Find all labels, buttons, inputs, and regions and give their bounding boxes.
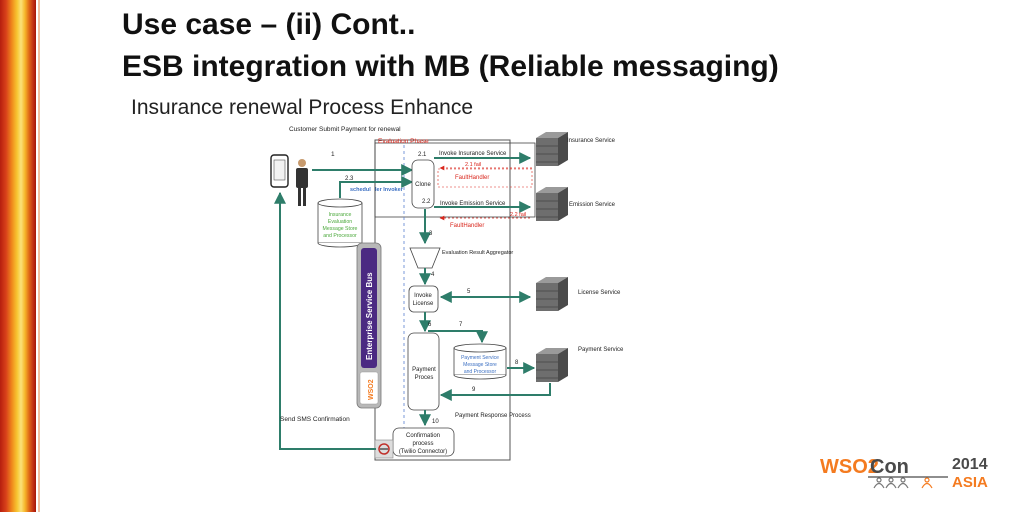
confirmation-line-3: (Twilio Connector)	[399, 449, 447, 455]
invoke-emission-label: Invoke Emission Service	[440, 201, 506, 207]
insurance-store-line-1: Insurance	[329, 212, 352, 218]
license-service-label: License Service	[578, 290, 621, 296]
payment-server-icon	[535, 347, 569, 383]
slide-title-line-2: ESB integration with MB (Reliable messag…	[122, 50, 779, 83]
payment-process-box	[407, 332, 440, 411]
step-6-label: 6	[428, 322, 432, 328]
step-3-label: 3	[429, 231, 433, 237]
fail-2-1-label: 2.1 fail	[465, 162, 481, 168]
logo-region: ASIA	[952, 474, 988, 491]
aggregator-label: Evaluation Result Aggregator	[442, 250, 513, 256]
step-1-label: 1	[331, 151, 335, 158]
invoke-insurance-label: Invoke Insurance Service	[439, 151, 507, 157]
insurance-renewal-flow-diagram: Customer Submit Payment for renewal Eval…	[270, 126, 624, 461]
step-4-label: 4	[431, 272, 435, 278]
step-8-label: 8	[515, 360, 519, 366]
flow-arrow-7	[428, 330, 488, 344]
payment-store-line-2: Message Store	[463, 362, 497, 368]
insurance-store-line-2: Evaluation	[328, 219, 352, 225]
scheduler-invoker-label-a: schedul	[350, 187, 371, 193]
logo-year: 2014	[952, 456, 988, 473]
payment-store-line-1: Payment Service	[461, 355, 499, 361]
step-5-label: 5	[467, 289, 471, 295]
payment-service-message-store	[453, 343, 507, 380]
evaluation-phase-box	[374, 142, 536, 218]
flow-arrow-9	[439, 383, 551, 401]
license-server-icon	[535, 276, 569, 312]
esb-label: Enterprise Service Bus	[365, 272, 374, 360]
decorative-side-stripe	[0, 0, 40, 512]
invoke-license-line-1: Invoke	[414, 293, 432, 299]
step-2-3-label: 2.3	[345, 176, 354, 182]
fail-2-2-label: 2.2 fail	[510, 212, 526, 218]
mobile-phone-icon	[270, 154, 289, 188]
confirmation-line-1: Confirmation	[406, 433, 440, 439]
step-9-label: 9	[472, 387, 476, 393]
aggregator-funnel-icon	[409, 247, 441, 269]
insurance-store-line-4: and Processor	[323, 233, 357, 239]
logo-people-icon	[873, 477, 933, 489]
emission-service-label: Emission Service	[569, 202, 616, 208]
payment-service-label: Payment Service	[578, 347, 624, 353]
payment-process-line-1: Payment	[412, 367, 436, 373]
fault-handler-2-label: FaultHandler	[450, 223, 484, 229]
evaluation-phase-label: Evaluation Phase	[378, 138, 429, 145]
invoke-license-box	[408, 285, 439, 313]
logo-con-text: Con	[870, 456, 909, 478]
slide-subtitle: Insurance renewal Process Enhance	[131, 96, 474, 119]
send-sms-arrow	[274, 191, 376, 450]
step-10-label: 10	[432, 419, 439, 425]
step-7-label: 7	[459, 322, 463, 328]
fault-handler-1-label: FaultHandler	[455, 175, 489, 181]
insurance-store-line-3: Message Store	[323, 226, 358, 232]
top-caption: Customer Submit Payment for renewal	[289, 126, 401, 133]
payment-store-line-3: and Processor	[464, 369, 497, 375]
step-2-2-label: 2.2	[422, 199, 431, 205]
step-2-1-label: 2.1	[418, 152, 427, 158]
payment-response-label: Payment Response Process	[455, 413, 531, 419]
emission-server-icon	[535, 186, 569, 222]
flow-arrow-2-3	[339, 176, 414, 198]
clone-label: Clone	[415, 182, 431, 188]
enterprise-service-bus-bar: Enterprise Service Bus WSO2	[356, 242, 382, 409]
confirmation-line-2: process	[412, 441, 433, 447]
insurance-evaluation-message-store	[317, 198, 363, 248]
clone-mediator	[411, 159, 435, 209]
logo-wso2-text: WSO2	[820, 456, 879, 478]
twilio-connector-icon	[374, 439, 394, 459]
insurance-service-label: Insurance Service	[567, 138, 616, 144]
customer-person-icon	[296, 159, 308, 206]
payment-process-line-2: Proces	[415, 375, 434, 381]
send-sms-label: Send SMS Confirmation	[280, 416, 350, 423]
scheduler-invoker-label-b: ler Invoker	[375, 187, 404, 193]
insurance-server-icon	[535, 131, 569, 167]
slide-title-line-1: Use case – (ii) Cont..	[122, 8, 416, 41]
esb-wso2-logo: WSO2	[368, 379, 375, 400]
invoke-license-line-2: License	[413, 301, 434, 307]
wso2con-asia-2014-logo: WSO2 Con 2014 ASIA	[820, 456, 988, 491]
